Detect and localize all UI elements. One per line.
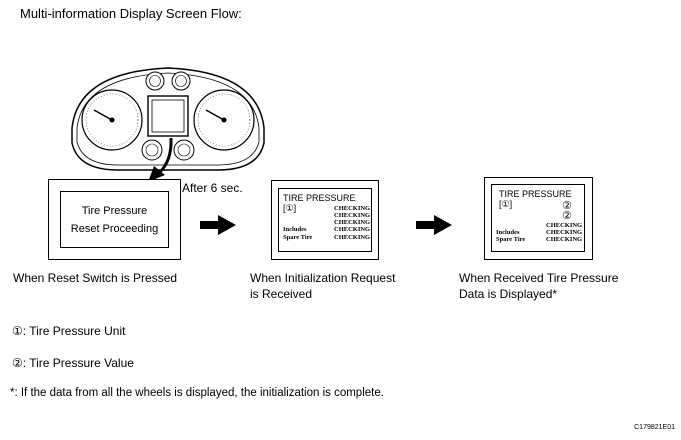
- legend-text: : Tire Pressure Value: [22, 356, 134, 370]
- unit-symbol: ①: [285, 203, 294, 213]
- legend-symbol: ①: [12, 324, 23, 338]
- checking-row-3: CHECKING: [546, 236, 583, 243]
- caption-initialization-request: When Initialization Request is Received: [250, 270, 395, 302]
- pressure-value-symbol-1: ②: [562, 199, 572, 212]
- screen-header-bracket: ]: [509, 199, 513, 209]
- screen-line-reset-proceeding: Reset Proceeding: [70, 223, 159, 235]
- instrument-cluster-illustration: [71, 67, 265, 182]
- screen-inner-frame: TIRE PRESSURE [①] ② ② CHECKING Includes …: [491, 184, 585, 252]
- initialization-checking-screen: TIRE PRESSURE [①] CHECKING CHECKING CHEC…: [271, 180, 379, 260]
- checking-row-1: CHECKING: [546, 222, 583, 229]
- screen-header-text: TIRE PRESSURE [: [283, 193, 356, 213]
- screen-header: TIRE PRESSURE [①]: [499, 189, 584, 210]
- screen-header-text: TIRE PRESSURE [: [499, 189, 572, 209]
- caption-line-1: When Initialization Request: [250, 271, 396, 285]
- diagram-title: Multi-information Display Screen Flow:: [20, 6, 242, 21]
- screen-header-bracket: ]: [293, 203, 297, 213]
- figure-code: C179821E01: [634, 424, 675, 431]
- checking-row-3: CHECKING: [334, 219, 371, 226]
- flow-arrow-2: [416, 215, 452, 235]
- legend-text: : Tire Pressure Unit: [22, 324, 126, 338]
- spare-tire-label: Spare Tire: [283, 234, 313, 241]
- legend-tire-pressure-value: ②: Tire Pressure Value: [12, 356, 134, 370]
- screen-inner-frame: TIRE PRESSURE [①] CHECKING CHECKING CHEC…: [278, 188, 372, 252]
- legend-symbol: ②: [12, 356, 23, 370]
- pressure-value-symbol-2: ②: [562, 209, 572, 222]
- after-6-sec-label: After 6 sec.: [182, 181, 243, 195]
- reset-proceeding-screen: Tire Pressure Reset Proceeding: [48, 179, 181, 260]
- tire-pressure-data-screen: TIRE PRESSURE [①] ② ② CHECKING Includes …: [484, 177, 593, 260]
- initialization-note: *: If the data from all the wheels is di…: [10, 387, 384, 399]
- checking-row-5: CHECKING: [334, 234, 371, 241]
- includes-label: Includes: [283, 226, 307, 233]
- screen-line-tire-pressure: Tire Pressure: [81, 205, 148, 217]
- checking-row-2: CHECKING: [334, 212, 371, 219]
- spare-tire-label: Spare Tire: [496, 236, 526, 243]
- caption-line-1: When Received Tire Pressure: [459, 271, 619, 285]
- checking-row-4: CHECKING: [334, 226, 371, 233]
- checking-row-1: CHECKING: [334, 205, 371, 212]
- flow-arrow-1: [200, 215, 236, 235]
- caption-data-displayed: When Received Tire Pressure Data is Disp…: [459, 270, 618, 302]
- caption-line-2: Data is Displayed*: [459, 287, 558, 301]
- legend-tire-pressure-unit: ①: Tire Pressure Unit: [12, 324, 125, 338]
- screen-inner-frame: Tire Pressure Reset Proceeding: [60, 191, 169, 248]
- caption-reset-switch-pressed: When Reset Switch is Pressed: [13, 271, 178, 285]
- includes-label: Includes: [496, 229, 520, 236]
- checking-row-2: CHECKING: [546, 229, 583, 236]
- unit-symbol: ①: [501, 199, 510, 209]
- caption-line-2: is Received: [250, 287, 313, 301]
- screen-header: TIRE PRESSURE [①]: [283, 193, 371, 214]
